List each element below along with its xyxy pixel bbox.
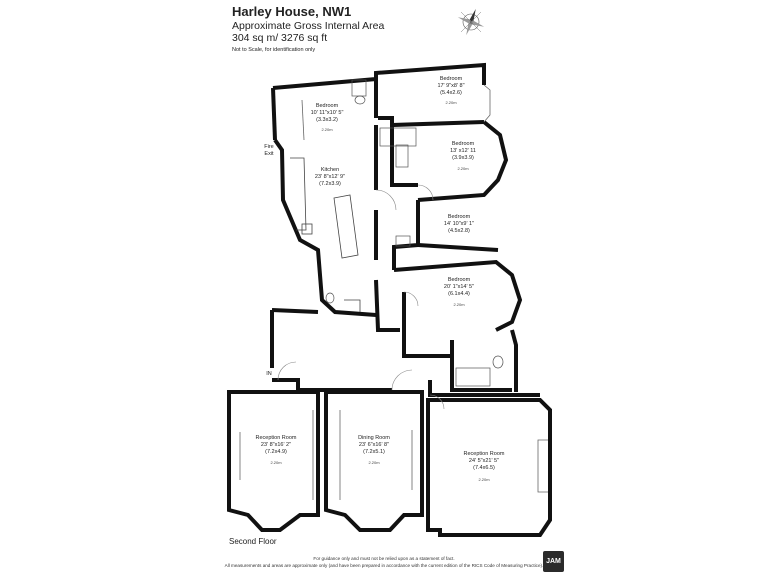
area-label: Approximate Gross Internal Area <box>232 20 385 32</box>
svg-text:(5.4x2.6): (5.4x2.6) <box>440 90 462 96</box>
entrance-label: IN <box>266 371 272 377</box>
room-label-bedroom-large: Bedroom 20' 1"x14' 5" (6.1x4.4) 2.20m <box>444 277 474 307</box>
compass-letter: N <box>470 20 473 25</box>
room-label-bedroom-top-left: Bedroom 10' 11"x10' 5" (3.3x3.2) 2.20m <box>311 103 344 132</box>
svg-text:Reception Room: Reception Room <box>256 435 297 441</box>
svg-text:2.20m: 2.20m <box>445 100 457 105</box>
svg-text:2.20m: 2.20m <box>368 460 380 465</box>
svg-text:2.20m: 2.20m <box>270 460 282 465</box>
svg-text:24' 5"x21' 5": 24' 5"x21' 5" <box>469 458 499 464</box>
svg-text:(3.3x3.2): (3.3x3.2) <box>316 117 338 123</box>
svg-text:2.20m: 2.20m <box>457 166 469 171</box>
room-label-dining: Dining Room 23' 6"x16' 8" (7.2x5.1) 2.20… <box>358 435 390 465</box>
svg-text:Dining Room: Dining Room <box>358 435 390 441</box>
svg-text:23' 8"x12' 9": 23' 8"x12' 9" <box>315 174 345 180</box>
svg-text:23' 6"x16' 8": 23' 6"x16' 8" <box>359 442 389 448</box>
svg-text:Kitchen: Kitchen <box>321 167 339 173</box>
svg-text:Bedroom: Bedroom <box>452 141 475 147</box>
footer-line-2: All measurements and areas are approxima… <box>224 563 544 568</box>
svg-text:(7.2x5.1): (7.2x5.1) <box>363 449 385 455</box>
svg-text:(7.2x3.9): (7.2x3.9) <box>319 181 341 187</box>
header: Harley House, NW1 Approximate Gross Inte… <box>232 4 384 54</box>
room-label-reception-right: Reception Room 24' 5"x21' 5" (7.4x6.5) 2… <box>464 451 505 482</box>
floor-label: Second Floor <box>229 537 277 546</box>
svg-text:14' 10"x9' 1": 14' 10"x9' 1" <box>444 221 474 227</box>
svg-text:(7.2x4.9): (7.2x4.9) <box>265 449 287 455</box>
svg-text:Bedroom: Bedroom <box>316 103 339 109</box>
svg-text:Reception Room: Reception Room <box>464 451 505 457</box>
svg-text:(4.5x2.8): (4.5x2.8) <box>448 228 470 234</box>
svg-text:Bedroom: Bedroom <box>448 214 471 220</box>
room-label-bedroom-top-right: Bedroom 17' 9"x8' 8" (5.4x2.6) 2.20m <box>437 76 464 105</box>
svg-text:23' 8"x16' 2": 23' 8"x16' 2" <box>261 442 291 448</box>
jam-logo: JAM <box>543 551 564 572</box>
room-label-bedroom-small: Bedroom 14' 10"x9' 1" (4.5x2.8) <box>444 214 474 234</box>
compass-icon: N <box>457 8 485 36</box>
svg-text:2.20m: 2.20m <box>453 302 465 307</box>
svg-text:Bedroom: Bedroom <box>448 277 471 283</box>
fire-exit-label-2: Exit <box>264 151 274 157</box>
room-label-bedroom-middle: Bedroom 13' x12' 11 (3.9x3.9) 2.20m <box>450 141 476 171</box>
svg-text:Bedroom: Bedroom <box>440 76 463 82</box>
footer-line-1: For guidance only and must not be relied… <box>313 556 455 561</box>
svg-text:10' 11"x10' 5": 10' 11"x10' 5" <box>311 110 344 116</box>
svg-text:(6.1x4.4): (6.1x4.4) <box>448 291 470 297</box>
svg-text:13' x12' 11: 13' x12' 11 <box>450 148 476 154</box>
svg-text:2.20m: 2.20m <box>321 127 333 132</box>
svg-text:(7.4x6.5): (7.4x6.5) <box>473 465 495 471</box>
area-value: 304 sq m/ 3276 sq ft <box>232 32 328 44</box>
svg-text:17' 9"x8' 8": 17' 9"x8' 8" <box>437 83 464 89</box>
scale-disclaimer: Not to Scale, for identification only <box>232 47 316 53</box>
room-label-kitchen: Kitchen 23' 8"x12' 9" (7.2x3.9) <box>315 167 345 187</box>
property-title: Harley House, NW1 <box>232 4 352 19</box>
fire-exit-label-1: Fire <box>264 144 273 150</box>
room-label-reception-left: Reception Room 23' 8"x16' 2" (7.2x4.9) 2… <box>256 435 297 465</box>
svg-text:20' 1"x14' 5": 20' 1"x14' 5" <box>444 284 474 290</box>
svg-text:(3.9x3.9): (3.9x3.9) <box>452 155 474 161</box>
svg-text:2.20m: 2.20m <box>478 477 490 482</box>
